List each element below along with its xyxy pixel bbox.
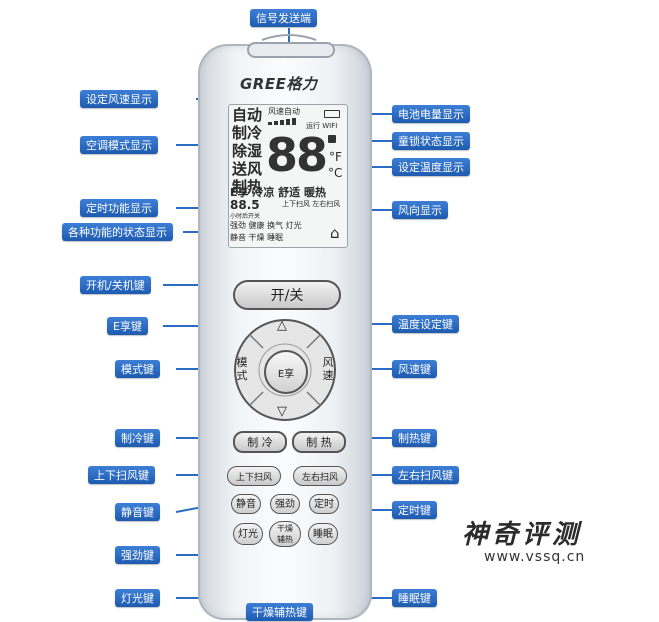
lcd-temperature-digits: 88 [266,128,328,182]
callout-childlock-display: 童锁状态显示 [392,132,470,150]
timer-button[interactable]: 定时 [309,494,339,514]
temp-up-button[interactable]: △ [277,318,287,333]
lcd-unit-c: °C [328,166,343,180]
brand-logo: GREE格力 [240,75,318,93]
callout-leftright-key: 左右扫风键 [392,466,459,484]
callout-battery-display: 电池电量显示 [392,105,470,123]
lcd-timer-digits: 88.5 [230,198,260,212]
sleep-button[interactable]: 睡眠 [308,523,338,545]
house-icon: ⌂ [330,224,340,242]
callout-temp-key: 温度设定键 [392,315,459,333]
lcd-functions-row: 静音 干燥 睡眠 [230,233,284,242]
lcd-swing: 上下扫风 左右扫风 [282,200,341,208]
lcd-fan-label: 风速自动 [268,107,300,116]
lcd-screen [228,104,348,248]
callout-light-key: 灯光键 [115,589,160,607]
fan-speed-bars-icon [268,118,296,125]
lcd-timer-sub: 小时后开关 [230,213,261,220]
callout-quiet-key: 静音键 [115,503,160,521]
signal-arc-1 [261,34,317,41]
lcd-mode: 除湿 [232,142,263,160]
heat-button[interactable]: 制 热 [292,431,346,453]
lcd-mode: 制热 [232,178,263,196]
cool-button[interactable]: 制 冷 [233,431,287,453]
quiet-button[interactable]: 静音 [231,494,261,514]
battery-icon [324,110,340,118]
mode-button[interactable]: 模式 [236,356,248,382]
updown-swing-button[interactable]: 上下扫风 [227,466,281,486]
lcd-mode: 送风 [232,160,263,178]
lcd-functions: 强劲 健康 换气 灯光 静音 干燥 睡眠 [230,220,302,244]
callout-fan-key: 风速键 [392,360,437,378]
turbo-button[interactable]: 强劲 [270,494,300,514]
callout-timer-display: 定时功能显示 [80,199,158,217]
ir-emitter [247,42,335,58]
callout-mode-display: 空调模式显示 [80,136,158,154]
callout-timer-key: 定时键 [392,501,437,519]
callout-fan-display: 设定风速显示 [80,90,158,108]
child-lock-icon [328,135,336,143]
dry-assist-heat-button[interactable]: 干燥 辅热 [269,521,301,547]
lcd-mode-list: 自动 制冷 除湿 送风 制热 [232,106,262,196]
callout-power-key: 开机/关机键 [80,276,151,294]
lcd-unit-f: °F [329,150,342,164]
lcd-run-wifi: 运行 WIFI [306,122,338,130]
e-share-button[interactable]: E享 [264,350,308,394]
callout-temp-display: 设定温度显示 [392,158,470,176]
lcd-e-strip: E享 冷凉 舒适 暖热 [230,186,327,199]
callout-mode-key: 模式键 [115,360,160,378]
callout-swing-display: 风向显示 [392,201,448,219]
watermark-title: 神奇评测 [462,520,583,550]
power-button[interactable]: 开/关 [233,280,341,310]
callout-signal: 信号发送端 [250,9,317,27]
temp-down-button[interactable]: ▽ [277,404,287,419]
callout-cool-key: 制冷键 [115,429,160,447]
callout-sleep-key: 睡眠键 [392,589,437,607]
watermark-url: www.vssq.cn [484,549,586,565]
callout-turbo-key: 强劲键 [115,546,160,564]
callout-updown-key: 上下扫风键 [88,466,155,484]
callout-func-display: 各种功能的状态显示 [62,223,173,241]
fan-speed-button[interactable]: 风速 [322,356,334,382]
callout-e-key: E享键 [107,317,148,335]
lcd-mode: 制冷 [232,124,263,142]
lcd-mode: 自动 [232,106,263,124]
lcd-functions-row: 强劲 健康 换气 灯光 [230,221,302,230]
light-button[interactable]: 灯光 [233,523,263,545]
callout-dry-key: 干燥辅热键 [246,603,313,621]
callout-heat-key: 制热键 [392,429,437,447]
leftright-swing-button[interactable]: 左右扫风 [293,466,347,486]
